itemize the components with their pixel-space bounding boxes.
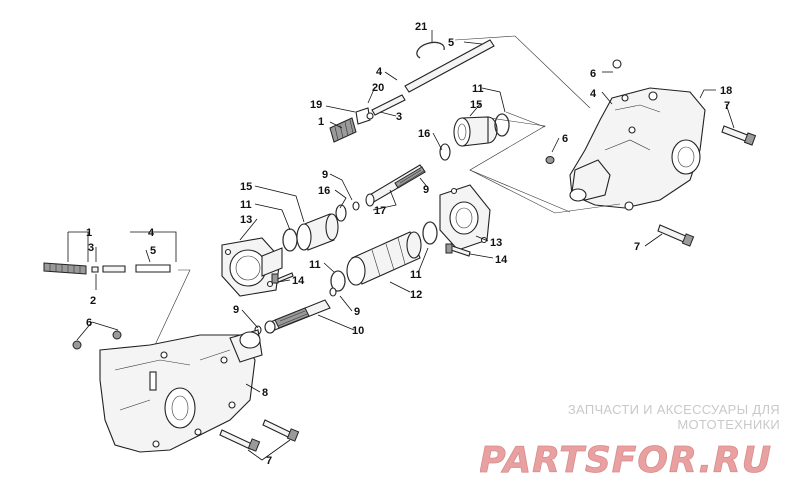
snap-ring-11-left [282,228,298,252]
watermark-caption: ЗАПЧАСТИ И АКСЕССУАРЫ ДЛЯ МОТОТЕХНИКИ [567,402,780,432]
callout-11: 11 [309,259,321,271]
spring-clip-21 [416,41,445,59]
callout-9: 9 [233,304,239,316]
callout-13: 13 [240,214,252,226]
seal-16-mid [335,204,347,222]
callout-15: 15 [240,181,252,193]
bolt-14-right [445,243,471,257]
callout-10: 10 [352,325,364,337]
callout-3: 3 [88,242,94,254]
boot-12 [346,231,422,286]
shaft-5-lower [135,264,171,273]
washer-9-upper [352,201,360,211]
callout-4: 4 [376,66,383,78]
callout-18: 18 [720,85,732,97]
pin-3-upper [371,94,406,116]
boot-1-lower [43,262,87,275]
callout-20: 20 [372,82,384,94]
callout-1: 1 [86,227,92,239]
callout-17: 17 [374,205,386,217]
callout-3: 3 [396,111,402,123]
callout-14: 14 [292,275,305,287]
callout-5: 5 [448,37,454,49]
callout-6: 6 [562,133,568,145]
watermark: ЗАПЧАСТИ И АКСЕССУАРЫ ДЛЯ МОТОТЕХНИКИ PA… [480,402,780,482]
lower-bracket [154,269,191,346]
callout-11: 11 [472,83,484,95]
watermark-logo-text: PARTSFOR.RU [480,440,772,481]
rear-gear-case [545,59,706,211]
snap-ring-11-lower [330,270,346,292]
callout-7: 7 [724,100,730,112]
watermark-logo: PARTSFOR.RU [480,440,772,482]
bolt-7-lower-a [219,429,261,452]
seal-16-upper [439,143,451,161]
bolt-7-lower-b [262,419,300,442]
callout-16: 16 [318,185,330,197]
callout-11: 11 [410,269,422,281]
callout-6: 6 [86,317,92,329]
pin-3-lower [102,265,126,273]
callout-7: 7 [266,455,272,467]
callout-5: 5 [150,245,156,257]
assembly-lead-upper [454,35,591,213]
leader-lines [67,30,735,461]
coupler-15-upper [453,116,498,147]
shaft-17 [365,164,426,207]
callout-13: 13 [490,237,502,249]
callout-16: 16 [418,128,430,140]
coupler-15-left [296,213,339,251]
bolt-7-upper [721,125,757,146]
snap-ring-11-upper [494,113,510,137]
cover-plate-13-left [221,237,283,297]
callout-12: 12 [410,289,422,301]
front-gear-case [99,329,263,453]
callout-2: 2 [90,295,96,307]
boot-1-upper [329,117,357,143]
cover-plate-13-right [439,184,491,251]
callout-9: 9 [354,306,360,318]
clip-20-19 [355,107,374,125]
callout-7: 7 [634,241,640,253]
callout-11: 11 [240,199,252,211]
callout-labels: 21 5 4 20 19 3 1 6 4 18 7 11 15 16 6 9 1… [86,21,732,467]
callout-6: 6 [590,68,596,80]
assembly-lead-box [469,111,621,214]
callout-1: 1 [318,116,324,128]
callout-9: 9 [322,169,328,181]
pin-2 [91,266,99,273]
washer-9-mid [329,287,337,297]
callout-19: 19 [310,99,322,111]
nut-6-a [72,340,82,350]
callout-8: 8 [262,387,268,399]
nut-6-b [112,330,122,340]
callout-15: 15 [470,99,482,111]
callout-14: 14 [495,254,508,266]
callout-4: 4 [148,227,155,239]
bolt-14-left [271,272,294,284]
shaft-5-upper [404,39,495,93]
callout-9: 9 [423,184,429,196]
callout-21: 21 [415,21,427,33]
callout-4: 4 [590,88,597,100]
shaft-10 [264,299,331,334]
bolt-7-mid [657,224,695,247]
snap-ring-11-right [422,221,438,245]
